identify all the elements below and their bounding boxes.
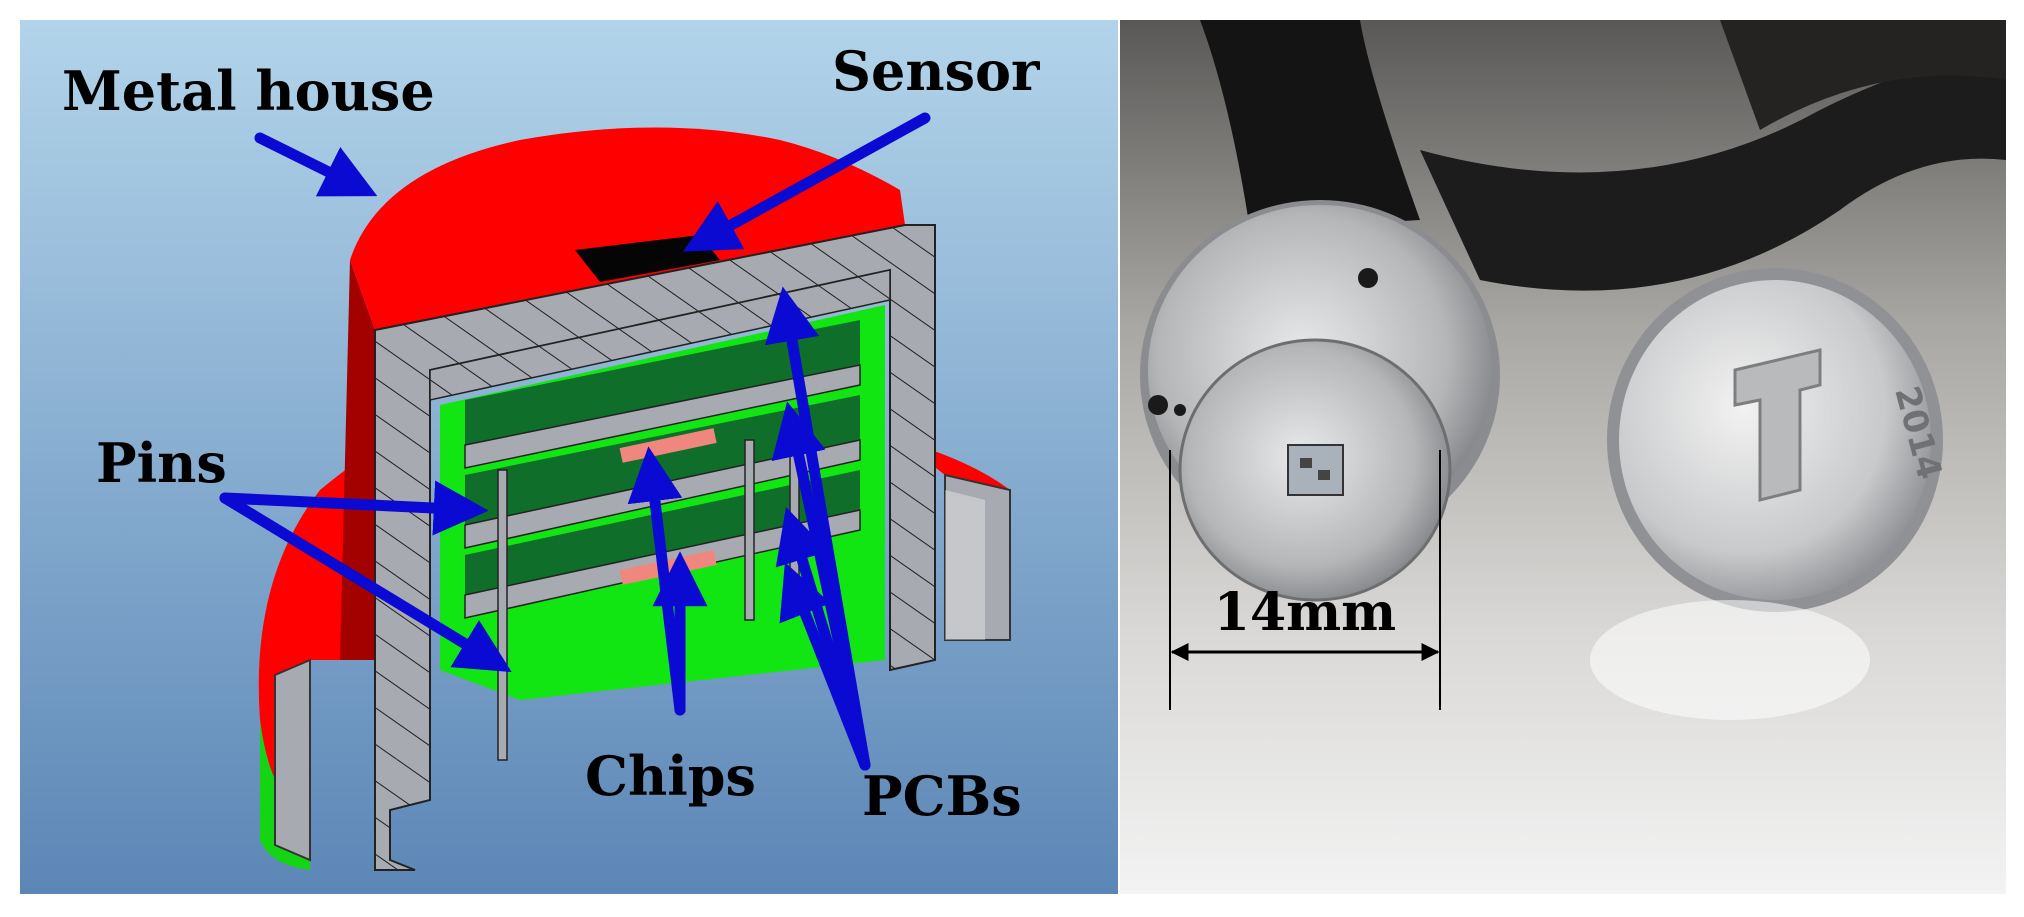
label-chips: Chips [585, 744, 756, 808]
cable-right [1720, 20, 2006, 130]
label-pcbs: PCBs [862, 764, 1022, 828]
cable [1200, 20, 1420, 230]
coin-reflection [1590, 600, 1870, 720]
pcbs-arrow-4 [779, 562, 871, 771]
sensor-body [1140, 200, 1500, 602]
housing-top-cap [350, 127, 905, 330]
metal-house-arrow [254, 132, 378, 197]
sensor-arrow [682, 112, 931, 252]
label-sensor: Sensor [832, 39, 1040, 103]
pins-arrow-2 [219, 492, 512, 673]
annotation-arrows [219, 112, 931, 771]
sensor-chip-window [1287, 444, 1344, 496]
cable-loop [1420, 58, 2006, 291]
cutaway-diagram-panel: Metal house Sensor Pins Chips PCBs [20, 20, 1118, 894]
sensor-photo-panel: 2014 14mm [1120, 20, 2006, 894]
dimension-annotation: 14mm [1169, 450, 1441, 710]
label-metal-house: Metal house [62, 59, 435, 123]
dimension-label: 14mm [1214, 582, 1396, 643]
sensor-photo: 2014 14mm [1120, 20, 2006, 894]
pins-arrow-1 [219, 480, 489, 536]
label-pins: Pins [96, 431, 227, 495]
housing-side-wall [340, 260, 375, 660]
coin: 2014 [1607, 268, 1949, 612]
cutaway-diagram: Metal house Sensor Pins Chips PCBs [20, 20, 1118, 894]
